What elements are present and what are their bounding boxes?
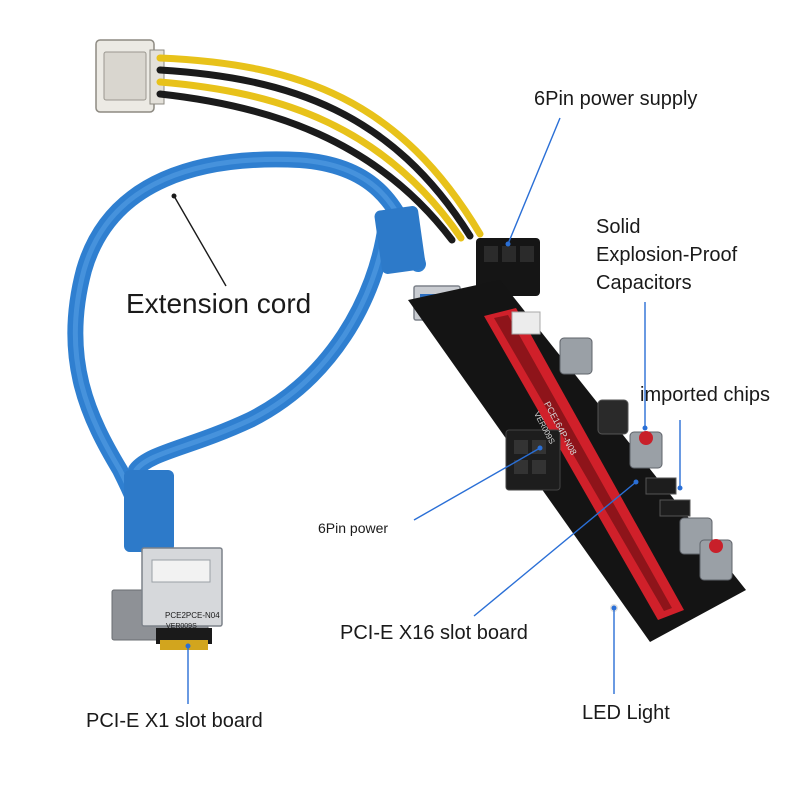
pcie-x16-board: PCE164P-N08 VER009S	[408, 280, 746, 642]
x1-board-version: VER009S	[166, 623, 197, 630]
label-pcie-x16: PCI-E X16 slot board	[340, 622, 528, 644]
label-pcie-x1: PCI-E X1 slot board	[86, 710, 263, 732]
pcie-x1-board: PCE2PCE-N04 VER009S	[111, 470, 223, 650]
label-6pin-power: 6Pin power	[318, 520, 389, 536]
chips	[645, 477, 691, 517]
label-extension-cord: Extension cord	[126, 288, 312, 319]
label-capacitors-line1: Solid	[596, 216, 641, 238]
leader-dots	[171, 193, 683, 649]
x1-board-marking: PCE2PCE-N04	[165, 611, 220, 620]
six-pin-plug	[476, 238, 540, 296]
capacitors	[559, 337, 733, 581]
power-wires	[156, 54, 484, 244]
label-led-light: LED Light	[582, 702, 670, 724]
leader-lines	[173, 117, 681, 704]
label-imported-chips: imported chips	[640, 384, 771, 406]
usb-cable	[67, 151, 426, 556]
label-capacitors-line2: Explosion-Proof	[596, 244, 738, 266]
label-6pin-power-supply: 6Pin power supply	[534, 88, 698, 110]
label-capacitors-line3: Capacitors	[596, 272, 692, 294]
sata-power-connector	[95, 39, 165, 113]
